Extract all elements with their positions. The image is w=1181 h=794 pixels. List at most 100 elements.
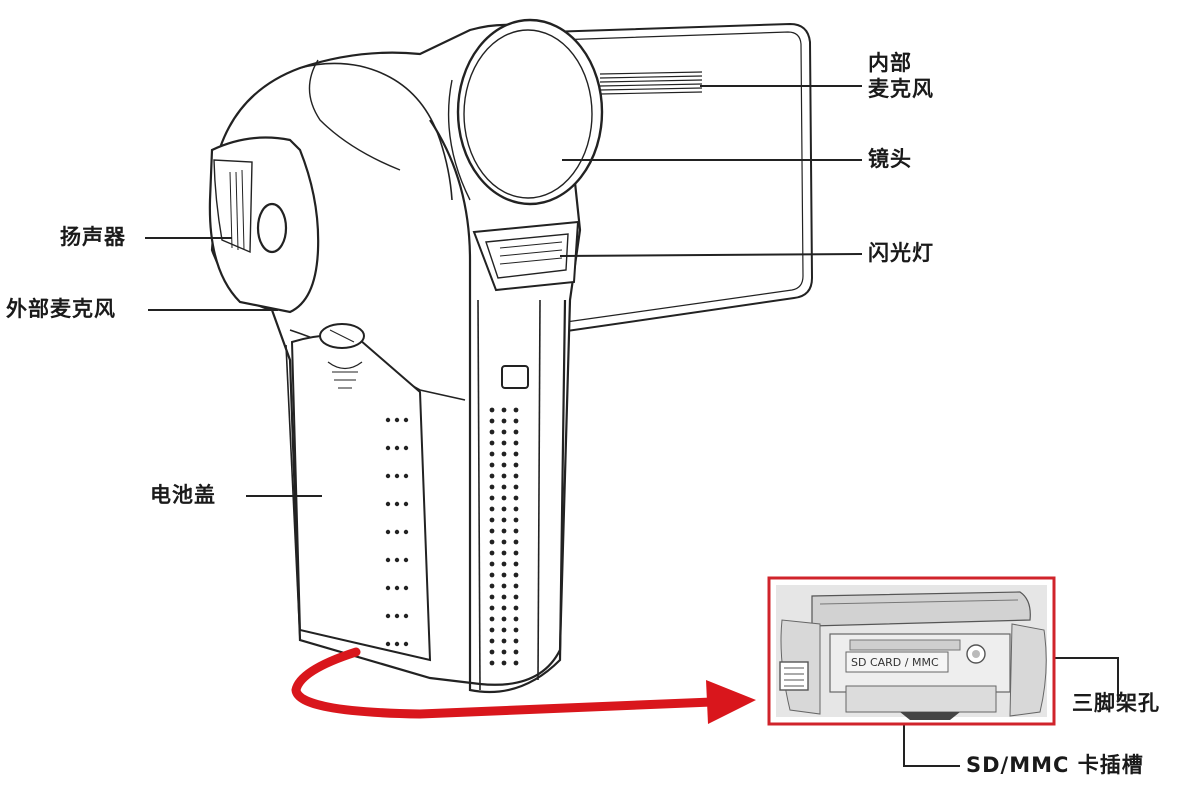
cover-dot	[403, 473, 409, 479]
grip-dot	[513, 594, 519, 600]
grip-dot	[501, 616, 507, 622]
grip-dot	[501, 451, 507, 457]
grip-dot	[501, 583, 507, 589]
grip-dot	[489, 649, 495, 655]
grip-dot	[489, 627, 495, 633]
grip-dot	[501, 627, 507, 633]
cover-dot	[385, 501, 391, 507]
grip-dots	[489, 407, 519, 666]
grip-dot	[501, 429, 507, 435]
grip-dot	[501, 484, 507, 490]
grip-dot	[501, 407, 507, 413]
cover-dot	[394, 445, 400, 451]
red-arrow	[291, 647, 756, 724]
grip-dot	[489, 539, 495, 545]
grip-dot	[489, 484, 495, 490]
grip-dot	[513, 495, 519, 501]
cover-dot	[394, 501, 400, 507]
grip-dot	[501, 517, 507, 523]
cover-dot	[403, 445, 409, 451]
sd-slot-inset: SD CARD / MMC	[767, 576, 1056, 726]
battery-cover-dots	[385, 417, 409, 647]
grip-dot	[489, 550, 495, 556]
grip-dot	[513, 660, 519, 666]
cover-dot	[394, 585, 400, 591]
grip-dot	[501, 660, 507, 666]
card-slot-text: SD CARD / MMC	[851, 656, 939, 669]
grip-dot	[489, 605, 495, 611]
grip-dot	[513, 517, 519, 523]
grip-dot	[513, 561, 519, 567]
grip-dot	[513, 649, 519, 655]
grip-dot	[513, 440, 519, 446]
grip-dot	[501, 418, 507, 424]
grip-dot	[489, 473, 495, 479]
grip-dot	[513, 407, 519, 413]
label-flash: 闪光灯	[868, 241, 934, 265]
grip-dot	[501, 473, 507, 479]
cover-dot	[403, 613, 409, 619]
cover-dot	[394, 641, 400, 647]
grip-dot	[513, 429, 519, 435]
cover-dot	[403, 585, 409, 591]
grip-dot	[489, 451, 495, 457]
grip-dot	[489, 561, 495, 567]
grip-dot	[513, 506, 519, 512]
internal-mic-grille	[599, 71, 703, 95]
grip-dot	[513, 528, 519, 534]
grip-dot	[513, 462, 519, 468]
cover-dot	[403, 529, 409, 535]
label-tripod-hole: 三脚架孔	[1072, 691, 1160, 715]
grip-dot	[513, 627, 519, 633]
grip-dot	[513, 484, 519, 490]
grip-dot	[513, 451, 519, 457]
grip-dot	[501, 638, 507, 644]
cover-dot	[385, 417, 391, 423]
label-internal-mic-line2: 麦克风	[868, 77, 934, 101]
grip-dot	[513, 583, 519, 589]
cover-dot	[385, 557, 391, 563]
cover-dot	[385, 613, 391, 619]
grip-dot	[489, 638, 495, 644]
label-external-mic: 外部麦克风	[6, 297, 116, 321]
grip-dot	[489, 572, 495, 578]
grip-dot	[501, 572, 507, 578]
grip-dot	[489, 517, 495, 523]
cover-dot	[394, 473, 400, 479]
grip-dot	[489, 594, 495, 600]
grip-dot	[501, 539, 507, 545]
grip-dot	[501, 649, 507, 655]
cover-dot	[394, 613, 400, 619]
grip-dot	[513, 550, 519, 556]
cover-dot	[394, 417, 400, 423]
grip-dot	[489, 616, 495, 622]
grip-dot	[501, 440, 507, 446]
cover-dot	[385, 445, 391, 451]
label-battery-cover: 电池盖	[150, 483, 216, 507]
cover-dot	[385, 473, 391, 479]
grip-dot	[489, 660, 495, 666]
grip-dot	[489, 583, 495, 589]
grip-dot	[501, 550, 507, 556]
cover-dot	[394, 529, 400, 535]
grip-dot	[489, 407, 495, 413]
flash-shape	[472, 220, 580, 292]
label-internal-mic-line1: 内部	[868, 51, 912, 75]
label-speaker: 扬声器	[60, 225, 126, 249]
grip-dot	[501, 528, 507, 534]
lens-shape	[447, 18, 604, 206]
grip-strip	[477, 299, 541, 691]
grip-dot	[501, 561, 507, 567]
grip-dot	[489, 429, 495, 435]
grip-dot	[489, 440, 495, 446]
cover-dot	[403, 557, 409, 563]
grip-dot	[513, 572, 519, 578]
grip-dot	[489, 506, 495, 512]
cover-dot	[403, 641, 409, 647]
grip-dot	[513, 539, 519, 545]
grip-dot	[513, 418, 519, 424]
grip-dot	[513, 473, 519, 479]
cover-dot	[385, 641, 391, 647]
cover-dot	[403, 501, 409, 507]
